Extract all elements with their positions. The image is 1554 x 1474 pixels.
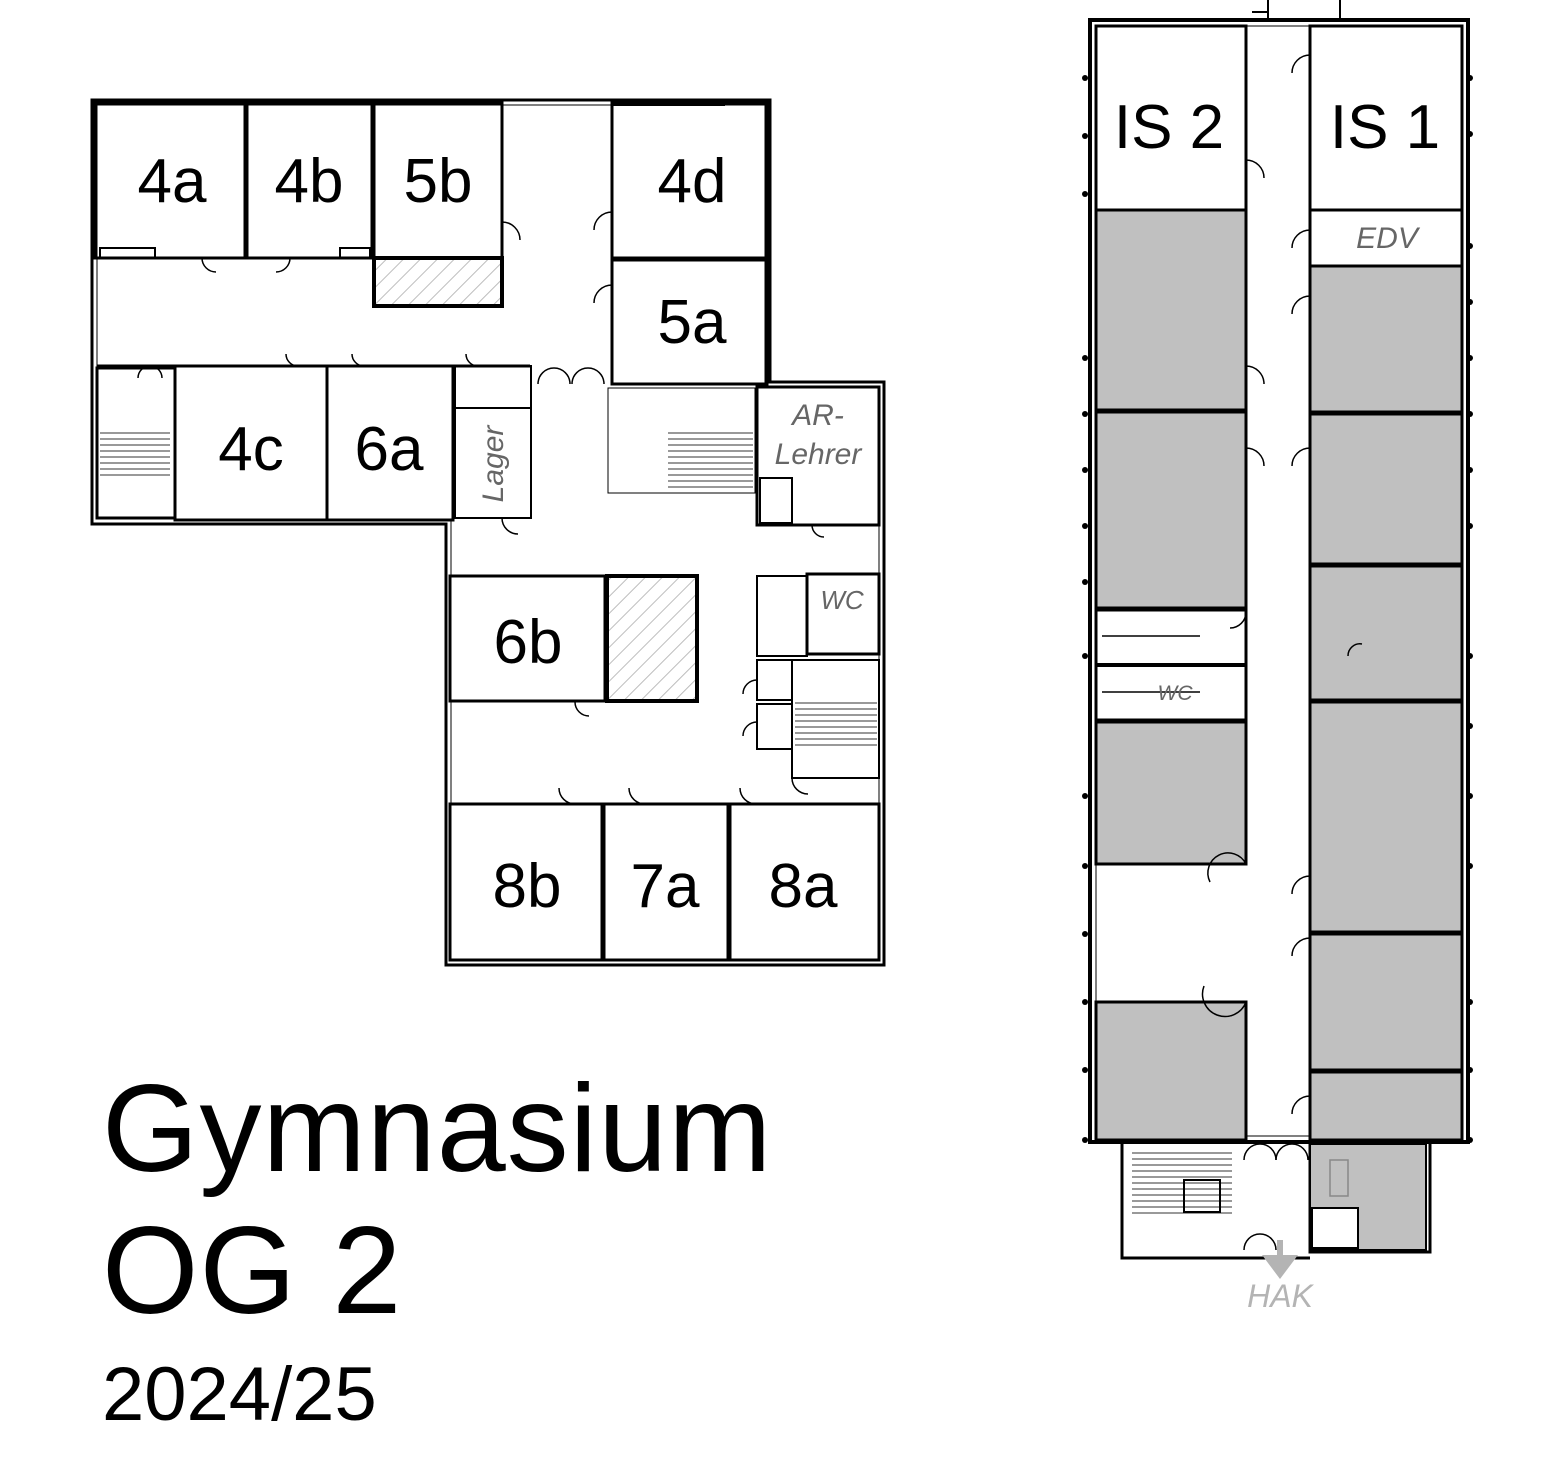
right-building: [1082, 0, 1473, 1279]
wc-right-label: WC: [1158, 682, 1194, 705]
room-4d-label: 4d: [658, 147, 727, 216]
title-line-1: Gymnasium: [102, 1060, 773, 1198]
room-5a-label: 5a: [658, 288, 727, 357]
title-line-2: OG 2: [102, 1202, 403, 1340]
room-is2-label: IS 2: [1114, 93, 1224, 162]
room-4c-label: 4c: [218, 415, 283, 484]
wc-main-label: WC: [820, 585, 864, 615]
room-is1-label: IS 1: [1330, 93, 1440, 162]
room-6b-label: 6b: [494, 608, 563, 677]
room-5b-label: 5b: [404, 147, 473, 216]
school-year: 2024/25: [102, 1352, 377, 1437]
ar-lehrer-label-line1: AR-: [790, 399, 844, 432]
room-4a-label: 4a: [138, 147, 207, 216]
ar-lehrer-label-line2: Lehrer: [775, 438, 863, 471]
room-6a-label: 6a: [355, 415, 424, 484]
room-8a-label: 8a: [769, 852, 838, 921]
room-8b-label: 8b: [493, 852, 562, 921]
left-building: [90, 98, 886, 967]
room-4b-label: 4b: [275, 147, 344, 216]
hak-exit-label: HAK: [1247, 1278, 1314, 1314]
lager-label: Lager: [477, 425, 510, 503]
title-block: Gymnasium OG 2 2024/25: [102, 1058, 772, 1440]
edv-label: EDV: [1356, 222, 1421, 255]
room-7a-label: 7a: [631, 852, 700, 921]
